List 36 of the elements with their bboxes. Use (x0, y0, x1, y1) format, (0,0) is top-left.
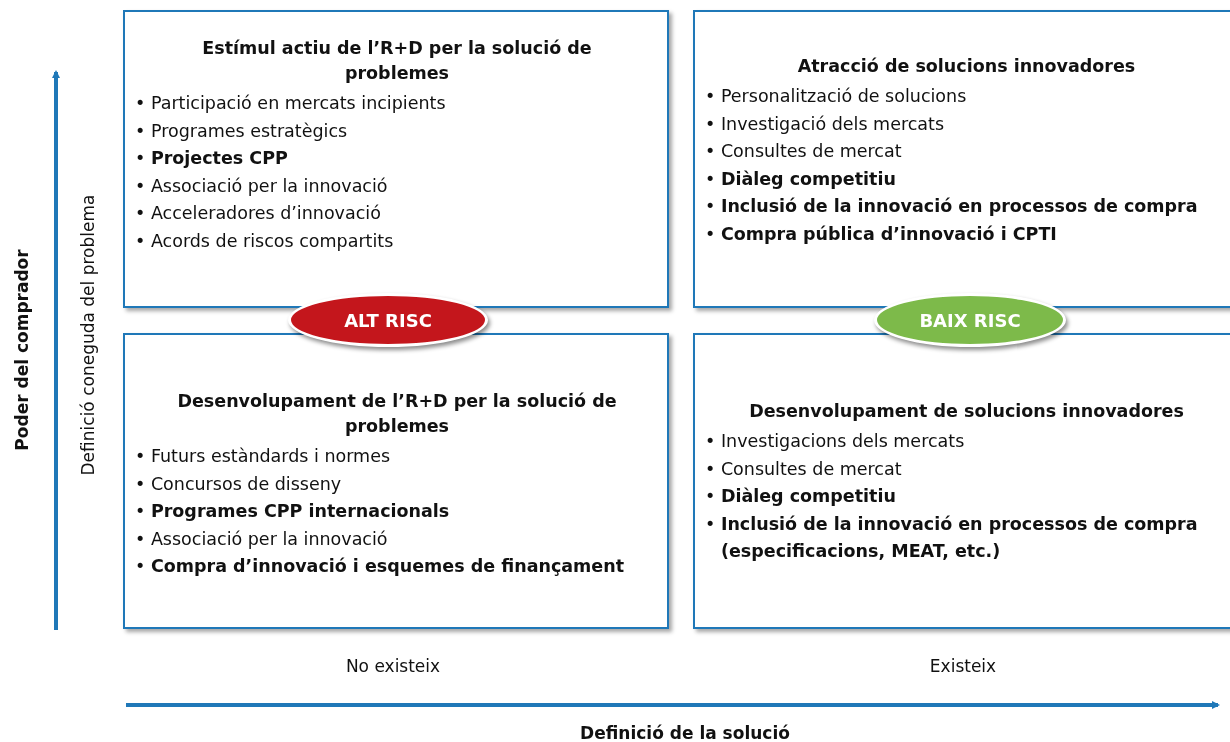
quadrant-box (693, 10, 1230, 308)
bullet-item: • Compra pública d’innovació i CPTI (705, 222, 1058, 246)
bullet-item: • Concursos de disseny (135, 472, 343, 496)
bullet-item: • Inclusió de la innovació en processos de compra (especificacions, MEAT, etc.) (705, 512, 1199, 563)
quadrant-box (693, 333, 1230, 629)
bullet-item: • Investigació dels mercats (705, 112, 946, 136)
bullet-item: • Compra d’innovació i esquemes de finançament (135, 555, 625, 578)
bullet-item: • Projectes CPP (135, 147, 289, 170)
bullet-item: • Programes estratègics (135, 119, 349, 143)
bullet-item: • Associació per la innovació (135, 527, 389, 551)
quadrant-heading: Estímul actiu de l’R+D per la solució de problemes (201, 37, 593, 85)
axis-label: Existeix (929, 656, 997, 676)
bullet-item: • Participació en mercats incipients (135, 92, 447, 115)
risk-label: BAIX RISC (919, 309, 1021, 331)
bullet-item: • Inclusió de la innovació en processos de compra (705, 195, 1199, 218)
bullet-item: • Diàleg competitiu (705, 485, 897, 508)
bullet-item: • Futurs estàndards i normes (135, 445, 392, 468)
axis-label: No existeix (345, 656, 441, 676)
bullet-item: • Acords de riscos compartits (135, 229, 395, 253)
quadrant-box (123, 10, 669, 308)
bullet-item: • Acceleradores d’innovació (135, 202, 382, 225)
bullet-item: • Investigacions dels mercats (705, 430, 966, 453)
axis-label: Poder del comprador (12, 249, 32, 451)
bullet-item: • Consultes de mercat (705, 140, 903, 163)
bullet-item: • Consultes de mercat (705, 457, 903, 481)
axis-label: Definició de la solució (580, 723, 790, 742)
quadrant-heading: Desenvolupament de solucions innovadores (748, 400, 1185, 423)
bullet-item: • Personalització de solucions (705, 85, 968, 108)
bullet-item: • Associació per la innovació (135, 174, 389, 198)
quadrant-box (123, 333, 669, 629)
quadrant-heading: Desenvolupament de l’R+D per la solució de problemes (176, 390, 618, 438)
bullet-item: • Programes CPP internacionals (135, 500, 451, 523)
axis-label: Definició coneguda del problema (78, 194, 98, 476)
bullet-item: • Diàleg competitiu (705, 167, 897, 191)
risk-label: ALT RISC (344, 309, 432, 331)
quadrant-heading: Atracció de solucions innovadores (796, 55, 1137, 78)
